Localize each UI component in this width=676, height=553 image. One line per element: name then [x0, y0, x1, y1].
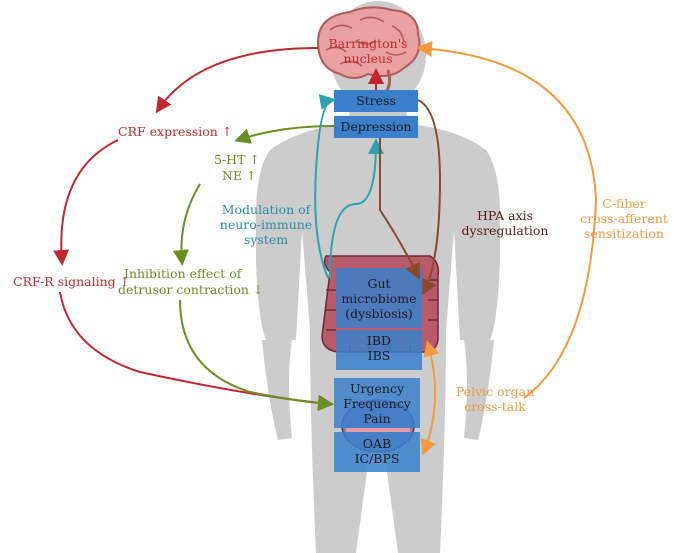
gut-label-line1: Gut	[367, 276, 391, 291]
arrow-gut-to-depression	[329, 138, 384, 279]
cfiber-label-line3: sensitization	[584, 226, 664, 241]
arrow-cfiber-to-brain	[416, 40, 598, 399]
stress-label: Stress	[356, 93, 396, 108]
icbps-label: IC/BPS	[354, 451, 400, 466]
symptoms-box	[334, 378, 420, 428]
stress-box	[334, 90, 418, 112]
arrow-stress-to-gut	[417, 99, 442, 296]
arrow-depression-to-gut-brown	[379, 138, 420, 280]
gut-label-line2: microbiome	[341, 291, 417, 306]
gut-label-line3: (dysbiosis)	[345, 306, 413, 321]
oab-label: OAB	[362, 436, 392, 451]
arrow-crf-to-crfr	[53, 139, 119, 266]
brain-label-line2: nucleus	[343, 51, 393, 66]
cfiber-label-line1: C-fiber	[602, 196, 646, 211]
cfiber-label-line2: cross-afferent	[580, 211, 668, 226]
hpa-label-line1: HPA axis	[476, 208, 534, 223]
arrow-ne-to-inhibition	[172, 183, 201, 266]
ne-label: NE ↑	[222, 168, 257, 183]
arrow-depression-to-5ht	[234, 125, 335, 144]
ibd-label: IBD	[366, 333, 392, 348]
5ht-label: 5-HT ↑	[214, 152, 260, 167]
crf-r-signaling-label: CRF-R signaling ↑	[13, 274, 131, 289]
ibd-ibs-box	[336, 330, 422, 370]
pelvic-label-line1: Pelvic organ	[455, 384, 535, 399]
modulation-label-line2: neuro-immune	[219, 217, 313, 232]
inhibition-label-line1: Inhibition effect of	[124, 266, 242, 281]
depression-box	[334, 116, 418, 138]
pain-label: Pain	[363, 411, 391, 426]
inhibition-label-line2: detrusor contraction ↓	[118, 282, 264, 297]
hpa-label-line2: dysregulation	[461, 223, 549, 238]
brain-label-line1: Barrington's	[328, 36, 408, 51]
arrow-brain-to-crf	[155, 47, 319, 114]
urgency-label: Urgency	[349, 381, 405, 396]
ibs-label: IBS	[367, 348, 391, 363]
modulation-label-line3: system	[243, 232, 289, 247]
crf-expression-label: CRF expression ↑	[118, 124, 233, 139]
arrow-inhibition-to-bladder	[179, 299, 334, 412]
modulation-label-line1: Modulation of	[221, 202, 311, 217]
arrow-pelvic-crosstalk	[420, 340, 439, 456]
arrow-gut-to-stress	[314, 94, 336, 279]
oab-icbps-box	[334, 432, 420, 472]
frequency-label: Frequency	[343, 396, 411, 411]
depression-label: Depression	[340, 119, 412, 134]
pelvic-label-line2: cross-talk	[464, 399, 526, 414]
